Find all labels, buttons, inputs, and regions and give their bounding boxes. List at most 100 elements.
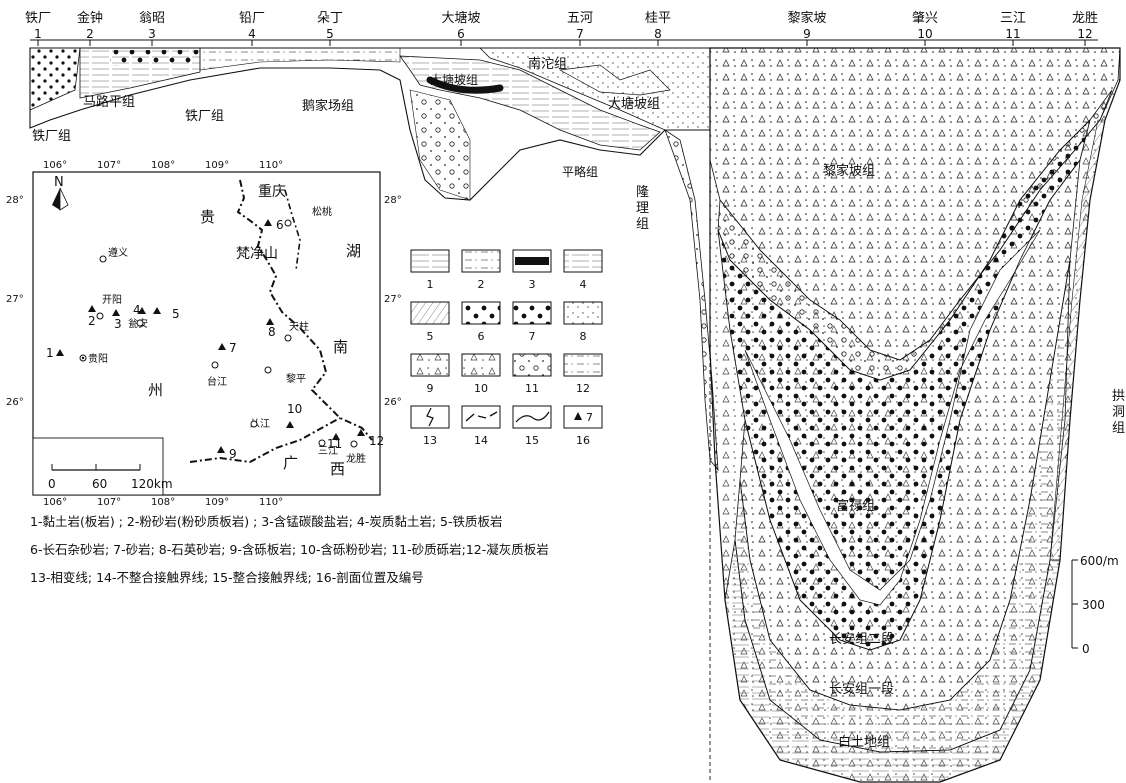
legend-box-number: 4 <box>580 278 587 291</box>
town-icon <box>264 366 272 374</box>
map-point-number: 1 <box>46 346 54 360</box>
map-region-label: 广 <box>283 454 298 472</box>
section-position-icon <box>574 412 582 420</box>
formation-label: 长安组二段 <box>829 632 894 647</box>
map-city-label: 三江 <box>318 445 338 457</box>
section-number: 6 <box>457 27 465 41</box>
formation-label: 马路平组 <box>83 94 135 110</box>
section-position-icon <box>332 433 340 440</box>
section-name: 铅厂 <box>239 11 265 26</box>
map-city-label: 贵阳 <box>88 352 108 365</box>
legend-box-number: 12 <box>576 382 590 395</box>
legend-box-number: 11 <box>525 382 539 395</box>
formation-label: 南沱组 <box>528 56 567 72</box>
legend-box-number: 2 <box>478 278 485 291</box>
town-icon <box>284 219 292 227</box>
map-city-label: 松桃 <box>312 205 332 218</box>
legend-box-number: 7 <box>529 330 536 343</box>
section-name: 金钟 <box>77 10 103 26</box>
legend-box-number: 5 <box>427 330 434 343</box>
legend-swatch <box>563 353 603 377</box>
map-lon-label-bottom: 110° <box>259 497 283 508</box>
legend-swatch <box>563 405 603 429</box>
legend-item: 11 <box>512 353 552 395</box>
map-lon-label-top: 107° <box>97 160 121 171</box>
legend-item: 15 <box>512 405 552 447</box>
map-scale-label: 60 <box>92 477 107 491</box>
map-lat-label-right: 27° <box>384 294 402 305</box>
legend-box-number: 8 <box>580 330 587 343</box>
legend-box-number: 10 <box>474 382 488 395</box>
formation-label: 铁厂组 <box>185 109 224 124</box>
section-name: 肇兴 <box>912 11 938 26</box>
legend-item: 716 <box>563 405 603 447</box>
formation-label-char: 隆 <box>636 185 649 200</box>
formation-label: 大塘坡组 <box>430 72 478 87</box>
town-icon <box>350 440 358 448</box>
section-name: 桂平 <box>645 11 671 26</box>
formation-label: 黎家坡组 <box>823 163 875 179</box>
legend-box-number: 1 <box>427 278 434 291</box>
formation-label: 铁厂组 <box>32 129 71 144</box>
legend-swatch <box>461 353 501 377</box>
section-number: 1 <box>34 27 42 41</box>
vertical-scale-bar: 600/m 300 0 <box>1071 554 1119 656</box>
facies-boundary-zigzag <box>558 64 671 96</box>
legend-item: 10 <box>461 353 501 395</box>
formation-label-char: 拱 <box>1112 389 1125 404</box>
formation-label: 白土地组 <box>838 734 890 750</box>
section-name: 大塘坡 <box>441 10 480 26</box>
legend-example-number: 7 <box>586 411 593 424</box>
map-scale-box <box>32 437 164 496</box>
manganese-lens-left <box>110 50 200 66</box>
map-point-number: 8 <box>268 325 276 339</box>
legend-box-number: 9 <box>427 382 434 395</box>
map-lon-label-top: 106° <box>43 160 67 171</box>
datangpo-basin-fill <box>409 89 471 201</box>
map-city-label: 梵净山 <box>236 246 278 262</box>
legend-item: 4 <box>563 249 603 291</box>
ejiachang-fm-body <box>199 47 401 71</box>
section-position-icon <box>286 421 294 428</box>
section-number: 7 <box>576 27 584 41</box>
section-position-icon <box>88 305 96 312</box>
legend-swatch <box>410 353 450 377</box>
legend-swatch <box>563 301 603 325</box>
section-number: 4 <box>248 27 256 41</box>
section-name: 三江 <box>1000 11 1026 26</box>
map-city-label: 重庆 <box>258 184 286 200</box>
formation-label: 富禄组 <box>836 498 875 514</box>
unconformity-line-icon <box>465 411 498 422</box>
section-name: 铁厂 <box>25 11 51 26</box>
map-region-label: 湖 <box>346 242 361 260</box>
formation-label-char: 组 <box>1112 421 1125 436</box>
section-position-icon <box>217 446 225 453</box>
section-name: 翁昭 <box>139 11 165 26</box>
map-point-number: 10 <box>287 402 302 416</box>
map-lat-label-left: 28° <box>6 195 24 206</box>
formation-label-char: 组 <box>636 217 649 232</box>
legend-swatch <box>512 353 552 377</box>
legend-swatch <box>461 301 501 325</box>
section-number: 5 <box>326 27 334 41</box>
section-number: 12 <box>1077 27 1092 41</box>
legend-swatch <box>410 249 450 273</box>
formation-label-char: 理 <box>636 201 649 216</box>
map-city-label: 龙胜 <box>346 452 366 465</box>
section-number: 8 <box>654 27 662 41</box>
section-position-icon <box>138 307 146 314</box>
map-scale-label: 0 <box>48 477 56 491</box>
map-region-label: 西 <box>330 460 345 478</box>
formation-label: 平略组 <box>562 164 598 179</box>
legend-item: 8 <box>563 301 603 343</box>
map-point-number: 6 <box>276 218 284 232</box>
longli-fm-body <box>664 128 719 472</box>
legend-box-number: 15 <box>525 434 539 447</box>
gongdong-fm-body <box>1049 119 1106 561</box>
map-point-number: 5 <box>172 307 180 321</box>
section-name: 龙胜 <box>1072 11 1098 26</box>
section-position-icon <box>153 307 161 314</box>
legend-item: 6 <box>461 301 501 343</box>
